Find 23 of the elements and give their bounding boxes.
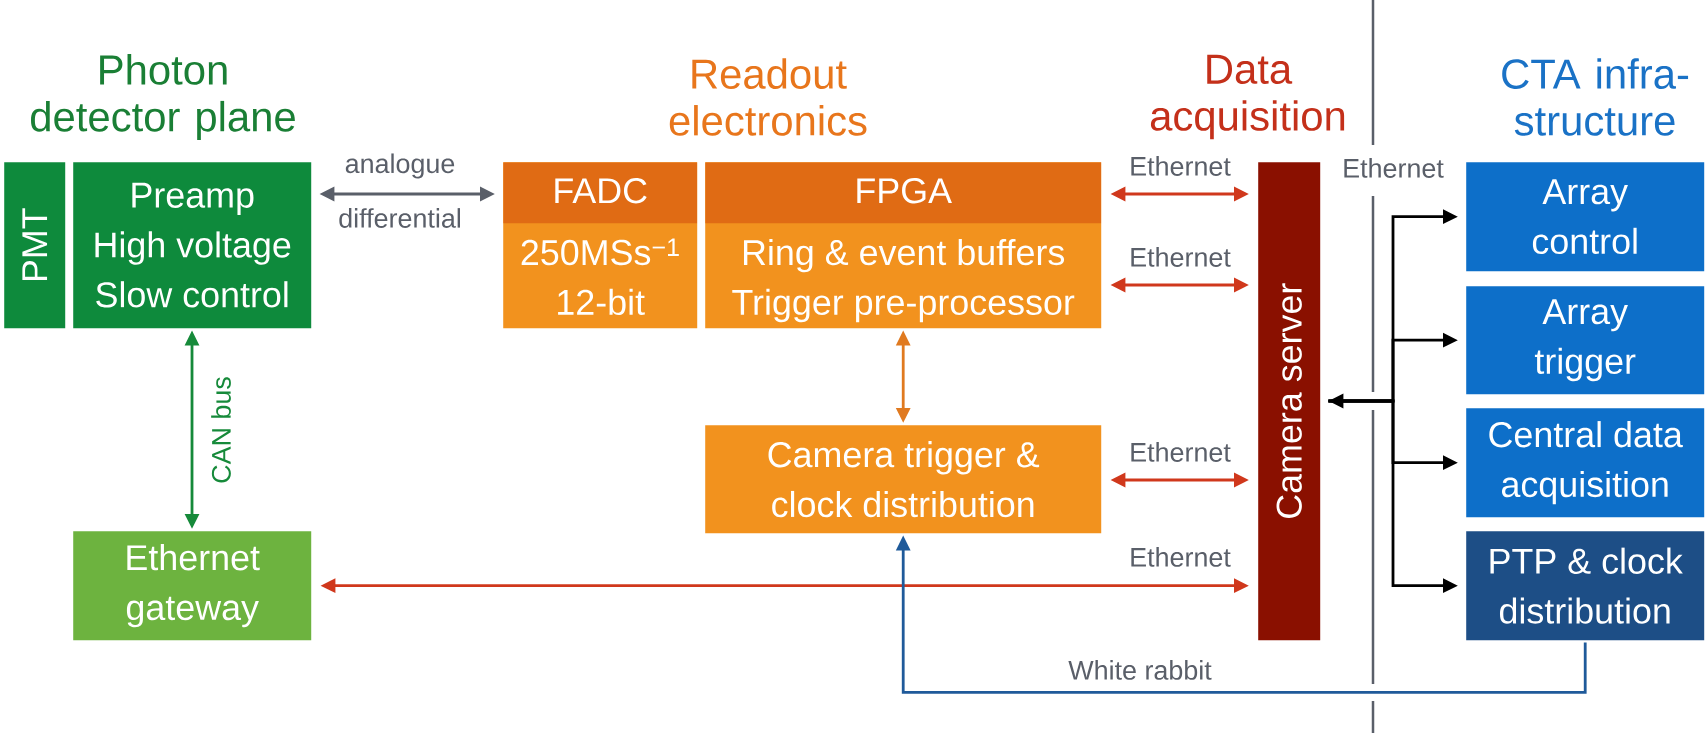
component-box: Camera server	[1258, 162, 1321, 641]
component-box: Preamp High voltage Slow control	[73, 162, 312, 329]
component-box: FADC 250MSs$^{−1}$ 12-bit	[503, 162, 698, 329]
component-box: FPGA Ring & event buffers Trigger pre-processor	[705, 162, 1102, 329]
edge-label: CAN bus	[209, 374, 233, 486]
column-heading: Photon detector plane	[31, 54, 295, 140]
signal-label: differential	[339, 208, 460, 228]
component-box: Ethernet gateway	[73, 531, 312, 641]
component-box: PTP & clock distribution	[1466, 531, 1705, 641]
component-box: Array control	[1466, 162, 1705, 272]
edge-label: Ethernet	[1127, 245, 1233, 269]
component-box: Camera trigger & clock distribution	[705, 425, 1102, 534]
edge-label: Ethernet	[1127, 440, 1233, 464]
edge-label: White rabbit	[1066, 658, 1214, 682]
edge-label: Ethernet	[1340, 156, 1446, 180]
edge-label: Ethernet	[1127, 154, 1233, 178]
component-box: PMT	[4, 162, 66, 329]
column-heading: Data acquisition	[1150, 54, 1345, 140]
edge-label: analogue	[343, 151, 457, 181]
component-box: Central data acquisition	[1466, 408, 1705, 518]
column-heading: Readout electronics	[669, 58, 867, 136]
edge-label: Ethernet	[1127, 545, 1233, 569]
component-box: Array trigger	[1466, 286, 1705, 395]
